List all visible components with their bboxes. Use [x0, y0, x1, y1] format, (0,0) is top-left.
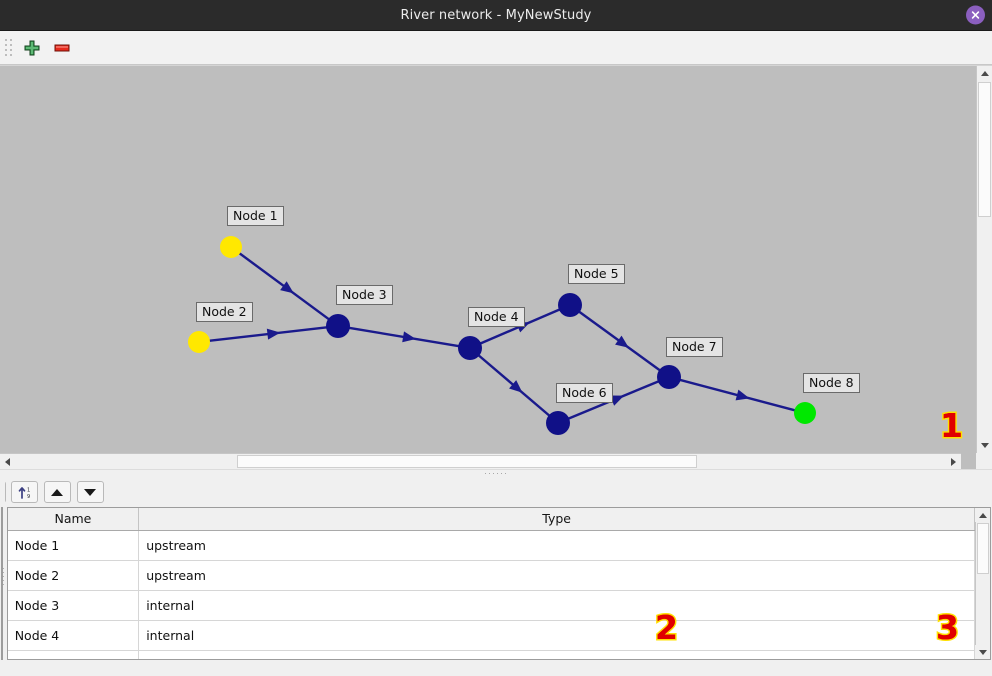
- table-cell[interactable]: [7, 650, 140, 659]
- node-label-node-1[interactable]: Node 1: [227, 206, 284, 227]
- close-icon[interactable]: [966, 5, 985, 25]
- table-cell[interactable]: internal: [138, 620, 976, 651]
- table-cell[interactable]: [138, 650, 976, 659]
- edge-arrow-icon: [280, 281, 294, 294]
- svg-text:1: 1: [27, 487, 30, 493]
- plus-icon: [24, 40, 40, 55]
- delete-node-button[interactable]: [47, 34, 77, 62]
- graph-node-node-1[interactable]: [220, 236, 242, 258]
- move-up-button[interactable]: [43, 481, 71, 503]
- sort-ascending-icon[interactable]: 1 9: [10, 481, 38, 503]
- nodes-scroll-up-button[interactable]: [975, 508, 991, 522]
- edge-arrow-icon: [509, 380, 523, 393]
- node-label-node-6[interactable]: Node 6: [556, 383, 613, 404]
- node-label-node-3[interactable]: Node 3: [336, 285, 393, 306]
- network-diagram-panel: Node 1 Node 2 Node 3 Node 4 Node 5 Node 6 Node…: [0, 65, 992, 469]
- network-canvas[interactable]: Node 1 Node 2 Node 3 Node 4 Node 5 Node 6 Node…: [0, 66, 961, 453]
- canvas-hscroll-thumb[interactable]: [237, 455, 697, 468]
- scrollbar-corner: [976, 453, 992, 469]
- edge-arrow-icon: [609, 395, 625, 406]
- table-cell[interactable]: Node 3: [7, 590, 140, 621]
- main-toolbar: [0, 31, 992, 65]
- graph-node-node-4[interactable]: [458, 336, 482, 360]
- links-table-vertical-scrollbar[interactable]: [2, 508, 3, 659]
- nodes-scroll-down-button[interactable]: [975, 645, 991, 659]
- node-label-node-8[interactable]: Node 8: [803, 373, 860, 394]
- links-scroll-up-button[interactable]: [2, 508, 3, 522]
- graph-node-node-8[interactable]: [794, 402, 816, 424]
- edge-arrow-icon: [266, 328, 281, 340]
- title-bar: River network - MyNewStudy: [0, 0, 992, 31]
- table-cell[interactable]: internal: [138, 590, 976, 621]
- svg-text:9: 9: [27, 494, 30, 500]
- minus-icon: [54, 44, 70, 51]
- scroll-left-button[interactable]: [0, 454, 15, 469]
- nodes-table-row[interactable]: [7, 650, 976, 659]
- move-down-button[interactable]: [76, 481, 104, 503]
- window-title: River network - MyNewStudy: [400, 7, 592, 23]
- graph-node-node-5[interactable]: [558, 293, 582, 317]
- scroll-right-button[interactable]: [946, 454, 961, 469]
- edge-arrow-icon: [735, 389, 750, 401]
- add-node-button[interactable]: [17, 34, 47, 62]
- tables-area: 1 9 NameNode1Node2 Node 1 -> Node 3Node …: [0, 477, 992, 676]
- nodes-vscroll-thumb[interactable]: [977, 523, 990, 574]
- canvas-horizontal-scrollbar[interactable]: [0, 453, 961, 469]
- graph-node-node-2[interactable]: [188, 331, 210, 353]
- toolbar-drag-handle[interactable]: [4, 37, 12, 59]
- node-label-node-4[interactable]: Node 4: [468, 307, 525, 328]
- table-cell[interactable]: Node 1: [7, 530, 140, 561]
- graph-node-node-7[interactable]: [657, 365, 681, 389]
- canvas-vertical-scrollbar[interactable]: [976, 66, 992, 453]
- scroll-up-button[interactable]: [977, 66, 992, 81]
- links-panel-footer: [0, 662, 1, 676]
- graph-node-node-6[interactable]: [546, 411, 570, 435]
- node-label-node-5[interactable]: Node 5: [568, 264, 625, 285]
- arrow-down-icon: [84, 488, 97, 496]
- nodes-panel-footer: [5, 662, 992, 676]
- links-table-panel: 1 9 NameNode1Node2 Node 1 -> Node 3Node …: [0, 477, 62, 676]
- links-table-toolbar: 1 9: [0, 477, 62, 507]
- table-cell[interactable]: upstream: [138, 530, 976, 561]
- graph-node-node-3[interactable]: [326, 314, 350, 338]
- table-cell[interactable]: upstream: [138, 560, 976, 591]
- links-scroll-down-button[interactable]: [2, 645, 3, 659]
- vertical-splitter[interactable]: [0, 477, 6, 676]
- table-cell[interactable]: Node 2: [7, 560, 140, 591]
- arrow-up-icon: [51, 488, 64, 496]
- column-header-name[interactable]: Name: [7, 508, 140, 531]
- scroll-down-button[interactable]: [977, 438, 992, 453]
- nodes-table-vertical-scrollbar[interactable]: [975, 508, 991, 659]
- node-label-node-2[interactable]: Node 2: [196, 302, 253, 323]
- canvas-vscroll-thumb[interactable]: [978, 82, 991, 217]
- nodes-table-toolbar: 1 9: [5, 477, 992, 507]
- horizontal-splitter[interactable]: [0, 469, 992, 477]
- network-graph[interactable]: [0, 66, 961, 453]
- edge-arrow-icon: [402, 331, 416, 343]
- table-cell[interactable]: Node 4: [7, 620, 140, 651]
- edge-arrow-icon: [615, 335, 629, 348]
- column-header-type[interactable]: Type: [138, 508, 976, 531]
- node-label-node-7[interactable]: Node 7: [666, 337, 723, 358]
